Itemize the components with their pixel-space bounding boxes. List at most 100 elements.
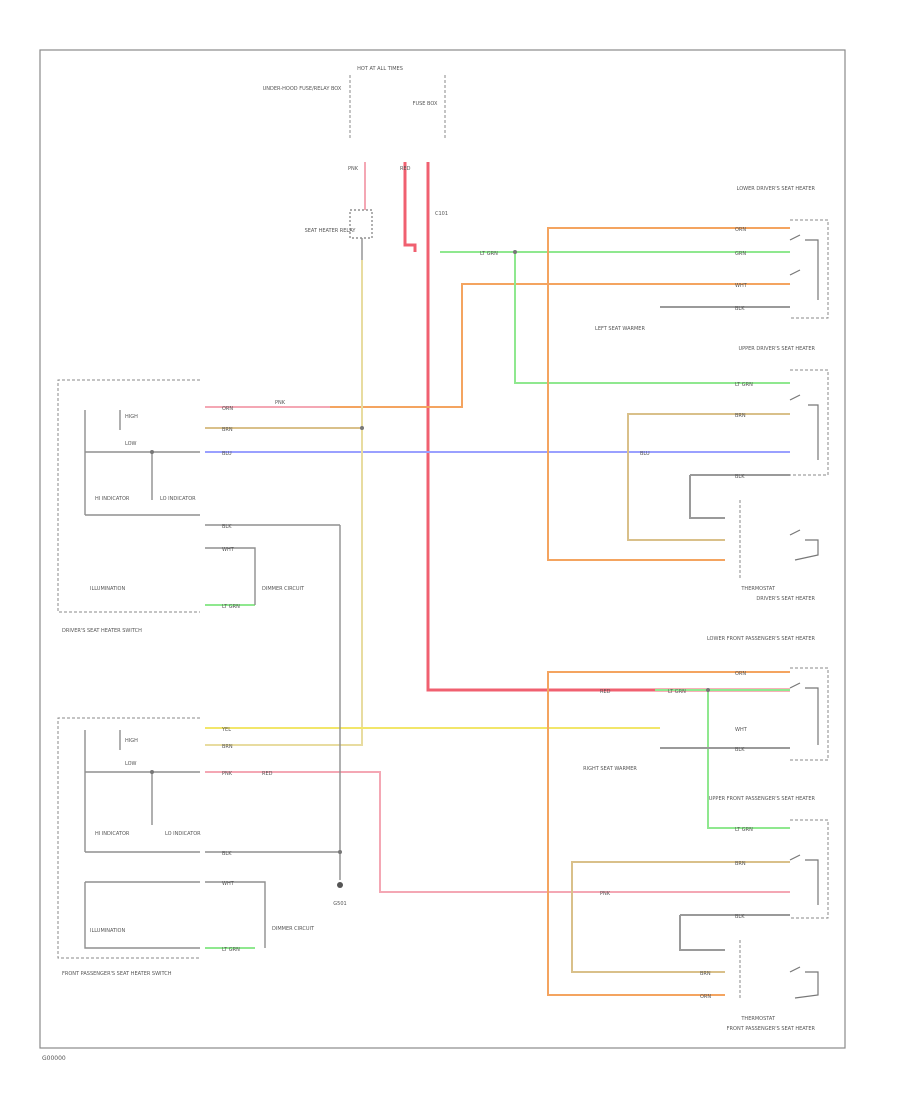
label-pass-dimmer: DIMMER CIRCUIT [272,926,315,932]
wire-label: ORN [222,406,233,412]
wire-label: LT GRN [222,947,240,953]
wire-label: BLK [735,747,745,753]
label-pass-high: HIGH [125,738,138,744]
label-drv-hi-ind: HI INDICATOR [95,496,130,502]
wire-drv-dimmer [205,547,256,605]
wire-label: ORN [735,671,746,677]
heater-relay [349,209,373,239]
wire-orange-right-pass [547,671,790,996]
wire-label: BRN [735,861,746,867]
wire-pink-pass [205,771,790,893]
label-pass-hi-ind: HI INDICATOR [95,831,130,837]
passenger-switch-box [57,717,200,959]
wire-label: WHT [735,283,748,289]
drv-switch-internal [84,410,200,516]
wire-label: BRN [700,971,711,977]
upper-driver-heater-box [790,369,829,476]
wire-label: GRN [735,251,746,257]
wire-label: BLU [222,451,232,457]
wire-label: BLK [735,474,745,480]
pass-thermostat-element [789,966,819,999]
label-drv-high: HIGH [125,414,138,420]
label-drv-lo-ind: LO INDICATOR [160,496,196,502]
wire-label: BLK [222,851,232,857]
wire-label: BLU [640,451,650,457]
wire-label: PNK [275,400,286,406]
fuse-box-outline [349,75,446,140]
label-ground: G501 [333,901,346,907]
label-drv-thermostat: THERMOSTAT [740,586,776,592]
lower-driver-heater-box [790,219,829,319]
wire-tan-right-drv [627,413,790,541]
wire-label: BRN [735,413,746,419]
wire-label: RED [400,166,411,172]
drv-thermostat-element [789,529,819,561]
wire-label: LT GRN [735,382,753,388]
label-pass-switch: FRONT PASSENGER'S SEAT HEATER SWITCH [62,971,172,977]
wire-label: BRN [222,744,233,750]
wire-label: BLK [735,914,745,920]
wire-label: ORN [735,227,746,233]
upper-drv-heater-element [789,394,819,460]
label-drv-low: LOW [125,441,137,447]
wire-gray-pass-gnd [660,747,790,951]
label-pass-low: LOW [125,761,137,767]
ground-point [337,882,343,888]
wire-red-feed [403,162,790,692]
label-lower-pass-heater: LOWER FRONT PASSENGER'S SEAT HEATER [707,636,816,642]
wire-orange-drv-high [205,283,790,408]
wire-label: LT GRN [480,251,498,257]
upper-pass-heater-element [789,854,819,905]
label-pass-illumination: ILLUMINATION [90,928,125,934]
wire-label: BRN [222,427,233,433]
label-drv-dimmer: DIMMER CIRCUIT [262,586,305,592]
wire-orange-right-drv [547,227,790,561]
lower-pass-heater-element [789,682,819,745]
wire-tan-right-pass [571,861,790,973]
connector-dot [338,850,342,854]
wire-label: PNK [222,771,233,777]
wire-label: WHT [222,547,235,553]
wire-green-top [440,251,790,384]
label-pass-seat-heater: FRONT PASSENGER'S SEAT HEATER [727,1026,816,1032]
label-drv-seat-heater: DRIVER'S SEAT HEATER [756,596,815,602]
label-underhood-fuse: UNDER-HOOD FUSE/RELAY BOX [263,86,342,92]
connector-dot [360,426,364,430]
wire-label: WHT [222,881,235,887]
label-upper-pass-heater: UPPER FRONT PASSENGER'S SEAT HEATER [709,796,816,802]
diagram-frame [39,49,846,1049]
lower-drv-heater-element [789,234,819,300]
wire-label: LT GRN [668,689,686,695]
label-pass-thermostat: THERMOSTAT [740,1016,776,1022]
label-pass-lo-ind: LO INDICATOR [165,831,201,837]
wire-label: WHT [735,727,748,733]
label-left-seat-warmer: LEFT SEAT WARMER [595,326,645,332]
lower-passenger-heater-box [790,667,829,761]
label-conn-top: C101 [435,211,448,217]
wire-label: LT GRN [222,604,240,610]
wire-green-pass [655,689,790,829]
wire-label: RED [600,689,611,695]
label-drv-switch: DRIVER'S SEAT HEATER SWITCH [62,628,142,634]
label-lower-drv-heater: LOWER DRIVER'S SEAT HEATER [737,186,816,192]
label-hot-at-all-times: HOT AT ALL TIMES [357,66,403,72]
wire-label: RED [262,771,273,777]
wire-label: YEL [221,727,231,733]
connector-dot [706,688,710,692]
upper-passenger-heater-box [790,819,829,919]
figure-id: G00000 [42,1055,66,1062]
label-drv-illumination: ILLUMINATION [90,586,125,592]
connector-dot [513,250,517,254]
wire-label: BLK [735,306,745,312]
label-upper-drv-heater: UPPER DRIVER'S SEAT HEATER [738,346,815,352]
pass-switch-internal [84,730,200,949]
wire-yellow-relay-down [205,260,363,746]
label-fuse-box: FUSE BOX [413,101,438,107]
wire-gray-drv-gnd [660,306,790,519]
wire-label: ORN [700,994,711,1000]
connector-dot [150,770,154,774]
label-right-seat-warmer: RIGHT SEAT WARMER [583,766,637,772]
driver-switch-box [57,379,200,613]
